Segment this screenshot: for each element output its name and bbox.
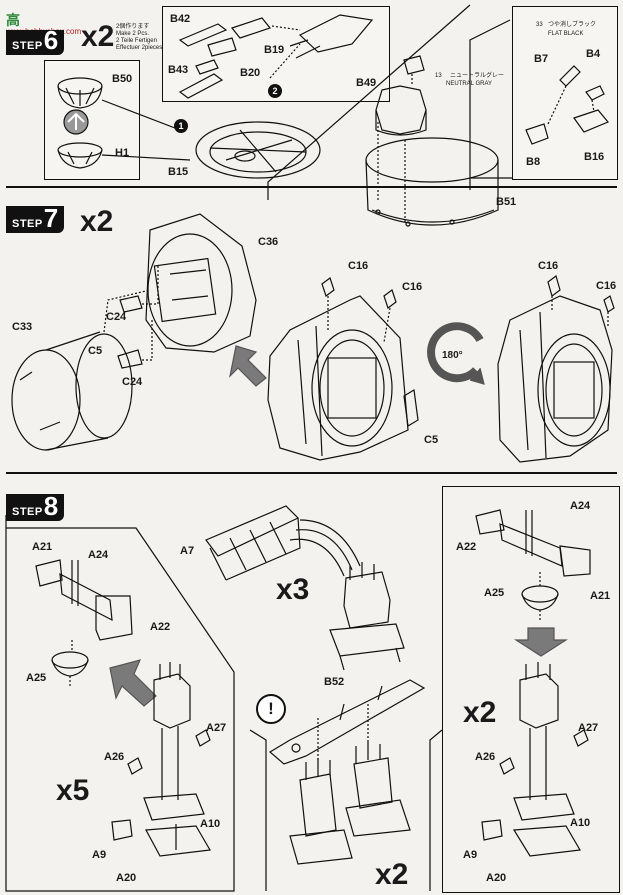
paint-callout-black-jp: つや消しブラック <box>548 22 597 28</box>
hull-cylinder-b51 <box>365 19 511 227</box>
step6-note-fr: Effectuer 2pieces <box>116 45 163 51</box>
part-label: A21 <box>32 541 53 553</box>
mount-parts-icon <box>525 65 609 145</box>
step-divider <box>6 186 617 188</box>
step8-left-frame <box>5 515 235 892</box>
paint-callout-neutral-jp: ニュートラルグレー <box>450 73 505 79</box>
paint-callout-black-en: FLAT BLACK <box>548 31 584 37</box>
step8-right-subassembly-box <box>442 486 620 893</box>
h1-dome-icon <box>57 142 103 169</box>
step6-frame-line <box>267 4 471 200</box>
step8-center-multiplier-bottom: x2 <box>375 858 409 891</box>
part-label: A20 <box>116 872 137 884</box>
part-label: A26 <box>475 751 496 763</box>
part-label: A25 <box>484 587 505 599</box>
part-label: A9 <box>92 849 107 861</box>
part-label: A20 <box>486 872 507 884</box>
part-label: C16 <box>402 281 423 293</box>
step8-right-multiplier: x2 <box>463 696 497 729</box>
gun-assembly-icon <box>178 14 374 99</box>
step6-mount-subassembly-box <box>512 6 618 180</box>
step8-left-multiplier: x5 <box>56 774 90 807</box>
landing-gear-right-exploded <box>475 509 591 857</box>
step6-dome-subassembly-box <box>44 60 140 180</box>
landing-gear-left-exploded <box>35 559 211 857</box>
step8-tab-number: 8 <box>43 491 59 521</box>
part-label: A10 <box>570 817 591 829</box>
step7-tab: STEP 7 <box>6 203 65 233</box>
part-label: A24 <box>88 549 109 561</box>
turret-ring-b15 <box>195 121 321 179</box>
step7-tab-number: 7 <box>43 203 59 233</box>
callout-1: 1 <box>174 119 188 133</box>
step7-multiplier: x2 <box>80 205 114 238</box>
part-label: B42 <box>170 13 191 25</box>
part-label: B51 <box>496 196 517 208</box>
step-divider <box>6 472 617 474</box>
part-label: C5 <box>88 345 103 357</box>
part-label: A9 <box>463 849 478 861</box>
step6-tab-number: 6 <box>43 25 59 55</box>
engine-pod-assembled-2 <box>497 274 615 463</box>
part-label: A7 <box>180 545 195 557</box>
warning-icon: ! <box>256 694 286 724</box>
engine-pod-assembled-1 <box>267 277 419 461</box>
part-label: B50 <box>112 73 133 85</box>
part-label: C16 <box>348 260 369 272</box>
flip-arrow-icon <box>63 109 89 135</box>
part-label: B43 <box>168 64 189 76</box>
part-label: A22 <box>150 621 171 633</box>
step6-tab-word: STEP <box>12 40 43 52</box>
paint-callout-neutral-en: NEUTRAL GRAY <box>446 81 493 87</box>
step6-note-jp: 2個作ります <box>116 24 150 30</box>
part-label: A26 <box>104 751 125 763</box>
part-label: A22 <box>456 541 477 553</box>
part-label: B7 <box>534 53 549 65</box>
part-label: C24 <box>106 311 127 323</box>
part-label: B52 <box>324 676 345 688</box>
part-label: B20 <box>240 67 261 79</box>
part-label: A25 <box>26 672 47 684</box>
step6-note-de: 2 Teile Fertigen <box>116 38 157 44</box>
part-label: B19 <box>264 44 285 56</box>
part-label: A27 <box>206 722 227 734</box>
part-label: B4 <box>586 48 601 60</box>
part-label: A24 <box>570 500 591 512</box>
part-label: C5 <box>424 434 439 446</box>
part-label: B8 <box>526 156 541 168</box>
paint-callout-black-number: 33 <box>536 22 543 28</box>
step8-left-direction-arrow-icon <box>109 659 157 707</box>
step8-tab: STEP 8 <box>6 491 65 521</box>
step8-tab-word: STEP <box>12 506 43 518</box>
paint-callout-neutral-number: 13 <box>435 73 442 79</box>
part-label: C16 <box>596 280 617 292</box>
step8-right-direction-arrow-icon <box>513 627 569 657</box>
landing-gear-center <box>205 505 426 865</box>
part-label: A10 <box>200 818 221 830</box>
step6-tab: STEP 6 <box>6 25 65 55</box>
part-label: B49 <box>356 77 377 89</box>
part-label: C33 <box>12 321 33 333</box>
rotate-180-icon <box>427 322 485 385</box>
part-label: C16 <box>538 260 559 272</box>
step6-multiplier: x2 <box>81 20 115 53</box>
b50-dome-icon <box>57 77 103 109</box>
watermark-logo: 高 <box>6 12 20 28</box>
part-label: C36 <box>258 236 279 248</box>
part-label: A21 <box>590 590 611 602</box>
engine-pod-exploded <box>11 213 257 451</box>
rotate-180-label: 180° <box>442 350 463 361</box>
part-label: B15 <box>168 166 189 178</box>
part-label: B16 <box>584 151 605 163</box>
step6-note-en: Make 2 Pcs. <box>116 31 150 37</box>
step7-direction-arrow-icon <box>229 345 267 387</box>
callout-2: 2 <box>268 84 282 98</box>
step8-center-multiplier-top: x3 <box>276 573 310 606</box>
step7-tab-word: STEP <box>12 218 43 230</box>
